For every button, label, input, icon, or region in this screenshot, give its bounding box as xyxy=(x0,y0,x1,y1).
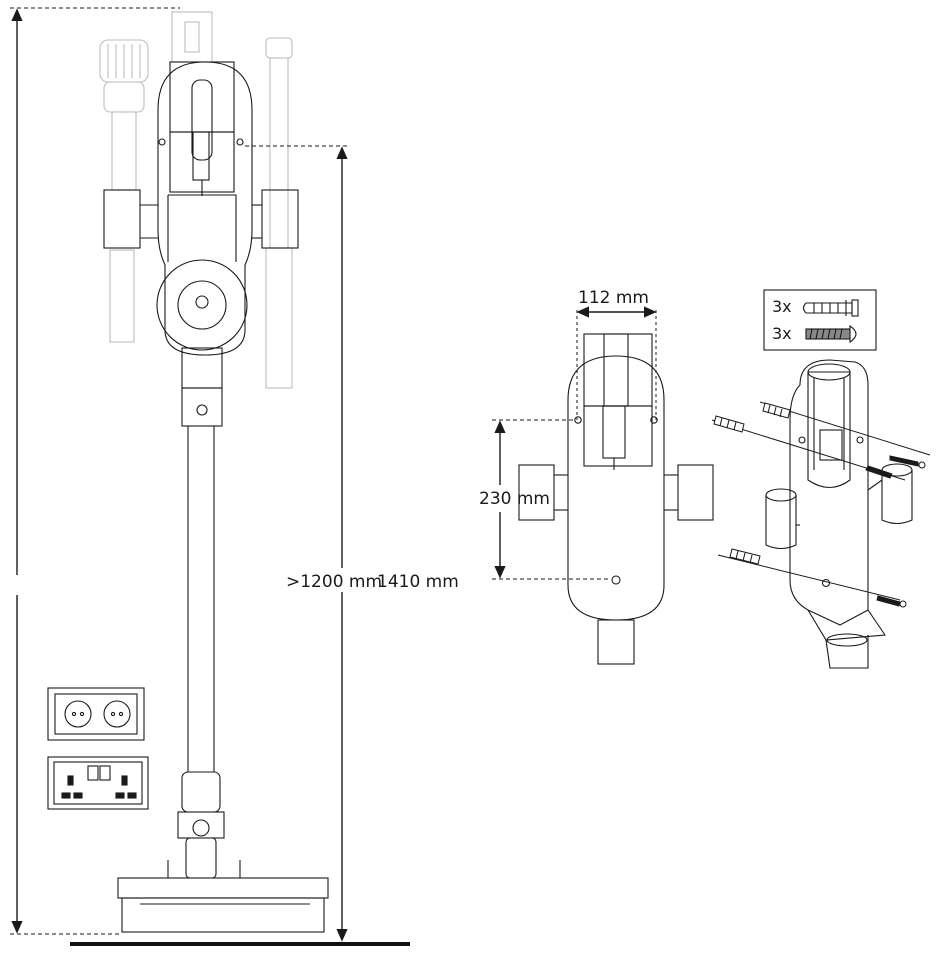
wall-plug-1 xyxy=(762,402,791,419)
screw-2 xyxy=(865,465,893,479)
motor-housing xyxy=(156,259,248,351)
width-dimension xyxy=(576,306,657,420)
screw-3 xyxy=(876,595,907,608)
accessory-brush-tool xyxy=(99,39,149,343)
wall-plug-2 xyxy=(713,415,745,433)
wall-plug-3 xyxy=(729,548,761,565)
total-height-label: 1410 mm xyxy=(377,572,459,592)
hole-spacing-label: 230 mm xyxy=(479,489,550,509)
mount-exploded-view xyxy=(765,359,913,669)
vacuum-on-mount xyxy=(99,11,329,933)
width-label: 112 mm xyxy=(578,288,649,308)
wall-plug-icon xyxy=(802,299,859,317)
min-height-label: >1200 mm xyxy=(286,572,383,592)
left-tool-holder xyxy=(103,189,141,249)
anchor-quantity: 3x xyxy=(772,297,792,316)
hole-spacing-dimension xyxy=(492,419,610,580)
wall-socket-eu xyxy=(47,687,145,741)
mount-front-view xyxy=(518,333,714,665)
hardware-kit-box xyxy=(763,289,877,351)
min-height-dimension xyxy=(245,145,350,942)
wall-socket-uk xyxy=(47,756,149,810)
floor-head xyxy=(117,877,329,899)
screw-quantity: 3x xyxy=(772,324,792,343)
screw-icon xyxy=(805,324,857,344)
right-tool-holder xyxy=(261,189,299,249)
mount-plate xyxy=(157,61,253,356)
screw-1 xyxy=(889,455,926,469)
exploded-fasteners xyxy=(711,401,931,608)
total-height-dimension xyxy=(10,7,180,935)
bottom-screw-hole xyxy=(611,575,621,585)
